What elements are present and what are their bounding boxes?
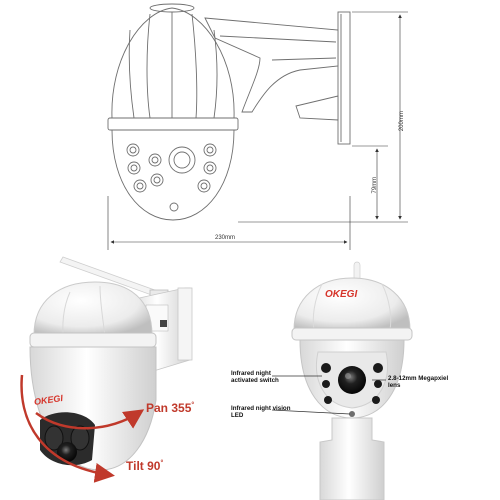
dimension-lines (107, 11, 408, 250)
dome-housing (111, 7, 235, 119)
left-camera-photo (20, 256, 193, 483)
tilt-degree: ° (160, 460, 164, 467)
mounting-arm (204, 17, 339, 113)
right-camera-photo (271, 261, 413, 500)
left-ir-led (44, 425, 64, 451)
camera-ball (111, 129, 235, 221)
tilt-arrow-icon (20, 374, 115, 483)
tilt-label-text: Tilt 90 (126, 459, 161, 473)
callout-infrared-switch-line2: activated switch (231, 376, 279, 384)
callout-ir-led-line2: LED (231, 411, 244, 419)
pan-arrow-icon (35, 409, 145, 430)
callout-infrared-switch-line1: Infrared night (231, 370, 271, 377)
pan-label-text: Pan 355 (146, 401, 192, 415)
right-lens (338, 366, 366, 394)
dome-height-dimension-label: 79mm (372, 176, 379, 194)
callout-lens-line1: 2.8-12mm Megapxiel (388, 375, 449, 382)
right-brand-logo: OKEGI (325, 289, 358, 300)
callout-infrared-switch: Infrared night activated switch (231, 370, 279, 384)
pan-label: Pan 355° (146, 402, 194, 415)
callout-lens: 2.8-12mm Megapxiel lens (388, 375, 449, 389)
callout-ir-led: Infrared night vision LED (231, 405, 291, 419)
pan-degree: ° (191, 402, 195, 409)
left-dome (33, 281, 153, 336)
right-ir-led (321, 363, 331, 373)
technical-drawing (107, 3, 351, 221)
lens-outline (168, 146, 196, 174)
callout-lens-line2: lens (388, 381, 401, 389)
tilt-label: Tilt 90° (126, 460, 163, 473)
right-bottom-bracket (319, 417, 385, 500)
right-dome (293, 277, 411, 331)
total-height-dimension-label: 200mm (398, 111, 405, 132)
left-lens (57, 442, 77, 462)
width-dimension-label: 230mm (215, 235, 236, 241)
wall-plate (337, 11, 351, 145)
callout-ir-led-line1: Infrared night vision (231, 405, 291, 412)
